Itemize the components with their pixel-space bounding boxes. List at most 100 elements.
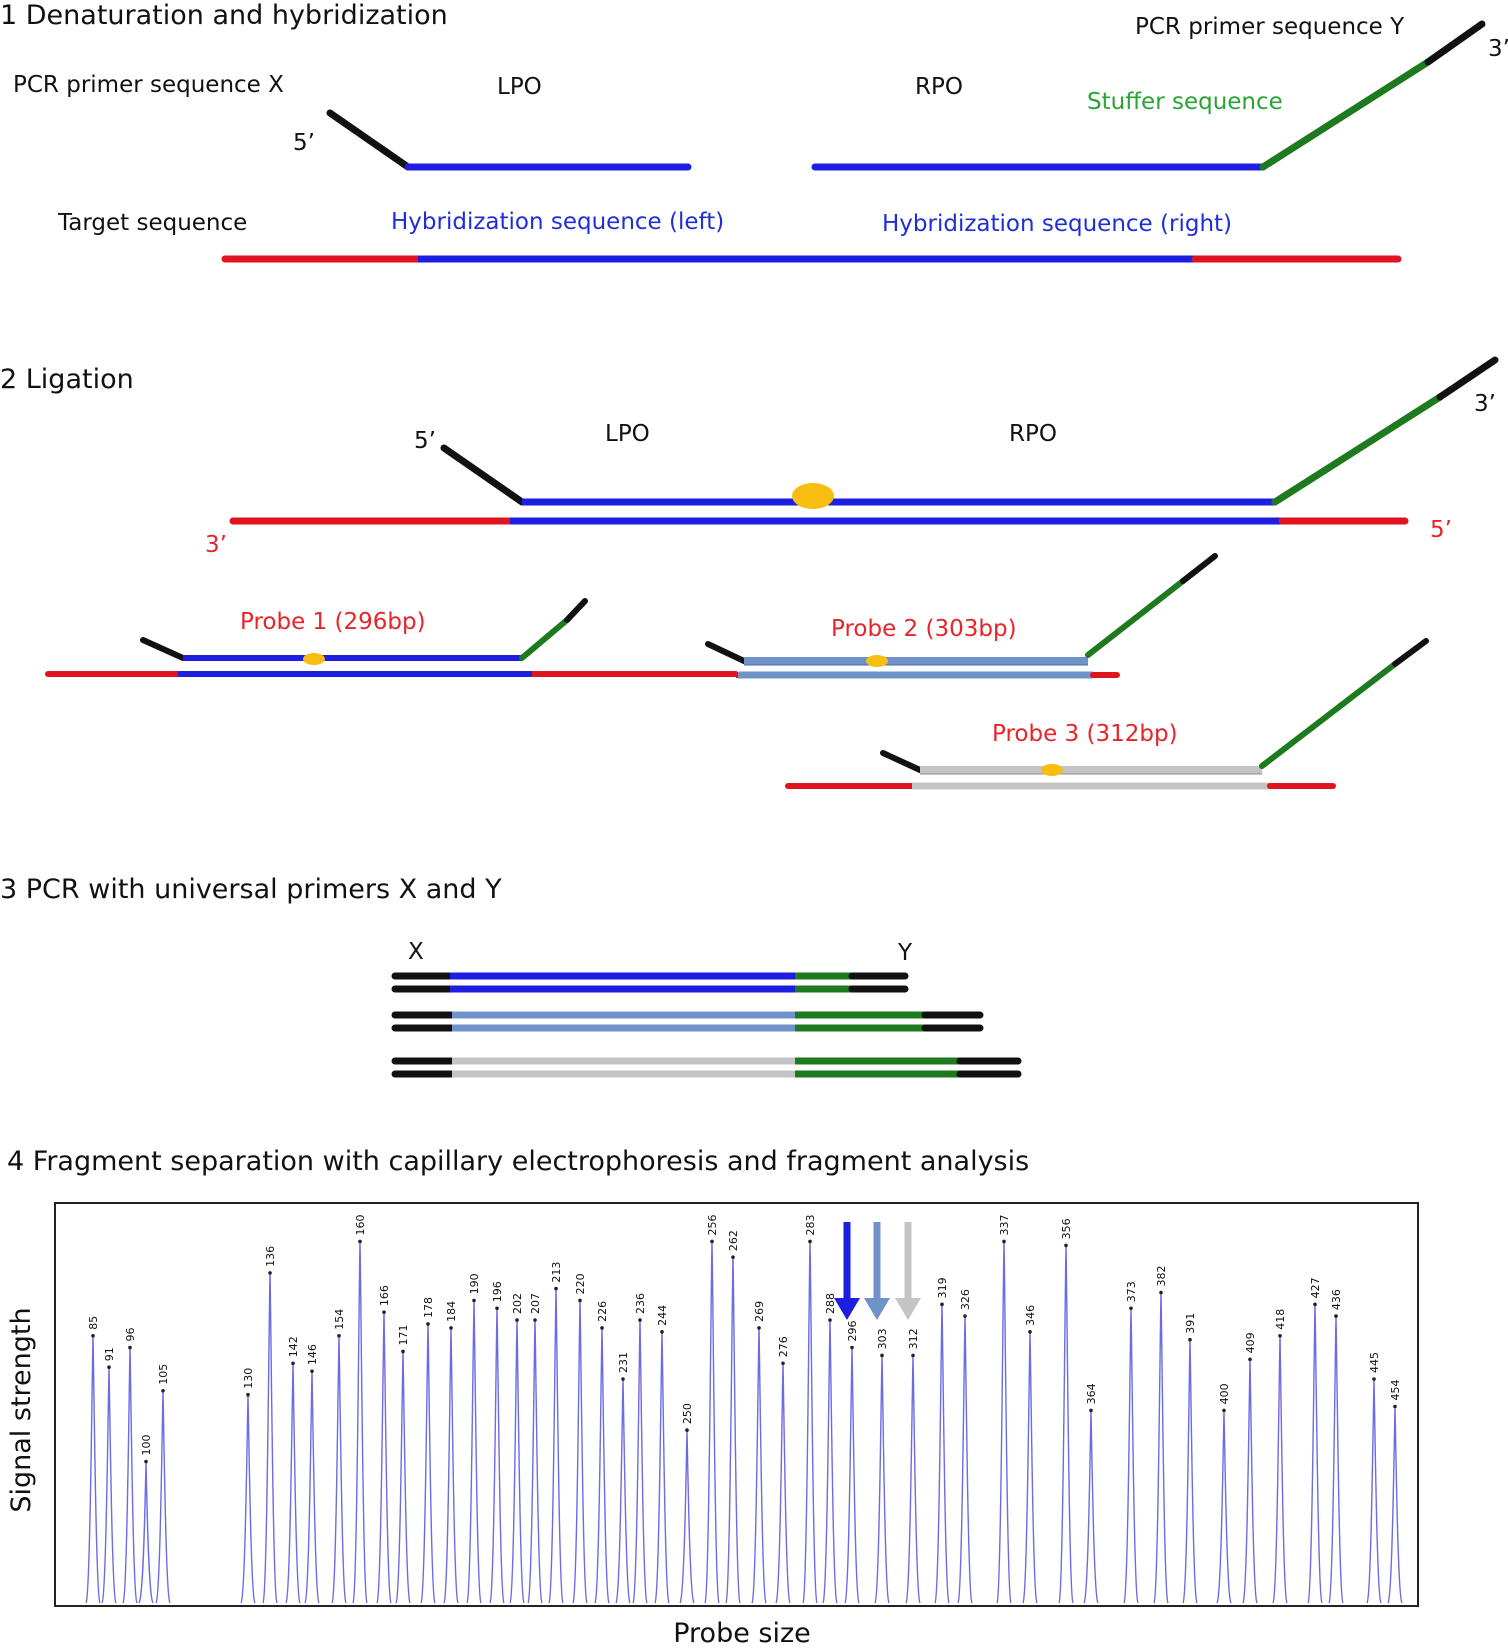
peak-label-356: 356 (1060, 1218, 1073, 1239)
peak-label-326: 326 (959, 1289, 972, 1310)
amplicon-3 (391, 1057, 1022, 1078)
peak-marker-262 (731, 1255, 735, 1259)
peak-marker-283 (808, 1239, 812, 1244)
peak-label-312: 312 (907, 1328, 920, 1349)
peak-label-171: 171 (397, 1324, 410, 1345)
step2-panel: 2 Ligation LPO RPO 5’ 3’ 3’ 5’ Probe 1 (… (0, 356, 1499, 790)
probe2-primer-x (705, 641, 747, 664)
peak-label-130: 130 (242, 1368, 255, 1389)
peak-label-142: 142 (287, 1336, 300, 1357)
probe-arrows (834, 1222, 921, 1320)
peak-marker-96 (128, 1345, 132, 1350)
peak-label-427: 427 (1309, 1277, 1322, 1298)
peak-marker-312 (911, 1353, 915, 1358)
peak-marker-130 (246, 1392, 250, 1397)
peak-marker-445 (1372, 1377, 1376, 1381)
peak-marker-319 (940, 1302, 944, 1307)
peak-label-190: 190 (468, 1273, 481, 1294)
peak-marker-100 (144, 1459, 148, 1464)
peak-label-91: 91 (103, 1347, 116, 1361)
peak-marker-91 (107, 1365, 111, 1369)
peak-label-146: 146 (306, 1344, 319, 1365)
probe1-ligation-site (303, 653, 325, 665)
peak-marker-382 (1159, 1290, 1163, 1295)
hyb-right-label: Hybridization sequence (right) (882, 211, 1232, 237)
peak-label-160: 160 (354, 1214, 367, 1235)
x-axis-label: Probe size (673, 1618, 811, 1649)
step3-y-label: Y (897, 940, 913, 966)
peak-marker-244 (660, 1330, 664, 1334)
peak-label-436: 436 (1330, 1289, 1343, 1310)
peak-label-196: 196 (491, 1281, 504, 1302)
ligated-stuffer (1271, 393, 1444, 506)
step2-lpo-label: LPO (605, 421, 650, 447)
peak-marker-178 (426, 1322, 430, 1326)
ligated-primer-y (1436, 356, 1499, 401)
peak-marker-256 (710, 1239, 714, 1244)
peak-label-85: 85 (87, 1316, 100, 1330)
peak-marker-356 (1064, 1243, 1068, 1248)
peak-label-346: 346 (1024, 1305, 1037, 1326)
peak-marker-213 (554, 1286, 558, 1291)
peak-marker-136 (268, 1271, 272, 1275)
peak-marker-236 (638, 1318, 642, 1322)
step1-title: 1 Denaturation and hybridization (0, 0, 448, 31)
rpo-primer-y-strand (1424, 20, 1486, 66)
peak-marker-220 (578, 1298, 582, 1303)
amplicon-1 (391, 972, 909, 993)
probe1-label: Probe 1 (296bp) (240, 609, 426, 635)
probe3-label: Probe 3 (312bp) (992, 721, 1178, 747)
probe1-stuffer (519, 617, 570, 661)
probe2-stuffer (1085, 578, 1186, 658)
peak-marker-346 (1028, 1330, 1032, 1334)
primer-x-label: PCR primer sequence X (13, 72, 284, 98)
peak-label-296: 296 (846, 1321, 859, 1342)
peak-marker-202 (515, 1318, 519, 1322)
peak-marker-250 (685, 1428, 689, 1432)
peak-label-184: 184 (445, 1301, 458, 1322)
probe1-primer-x (140, 637, 186, 661)
step2-title: 2 Ligation (0, 364, 134, 395)
peak-label-288: 288 (824, 1293, 837, 1314)
peak-marker-226 (600, 1326, 604, 1330)
probe3-primer-x (880, 750, 923, 773)
step2-five-prime: 5’ (414, 428, 436, 454)
peak-label-418: 418 (1274, 1309, 1287, 1330)
peak-label-382: 382 (1155, 1266, 1168, 1287)
probe3-stuffer (1259, 661, 1398, 769)
peak-marker-418 (1278, 1333, 1282, 1338)
peak-label-178: 178 (422, 1297, 435, 1318)
step2-rpo-label: RPO (1009, 421, 1057, 447)
step1-rpo-label: RPO (915, 74, 963, 100)
peak-label-373: 373 (1125, 1281, 1138, 1302)
peak-marker-154 (337, 1333, 341, 1338)
step3-panel: 3 PCR with universal primers X and Y X Y (0, 874, 1022, 1078)
step3-title: 3 PCR with universal primers X and Y (0, 874, 502, 905)
peak-label-364: 364 (1085, 1383, 1098, 1404)
hyb-left-label: Hybridization sequence (left) (391, 209, 724, 235)
peak-marker-296 (850, 1345, 854, 1350)
peak-label-213: 213 (550, 1262, 563, 1283)
peak-label-262: 262 (727, 1230, 740, 1251)
peak-label-154: 154 (333, 1309, 346, 1330)
probe2-primer-y (1180, 553, 1218, 584)
peak-marker-288 (828, 1318, 832, 1322)
peak-marker-427 (1313, 1302, 1317, 1307)
peak-label-400: 400 (1218, 1383, 1231, 1404)
peak-marker-436 (1334, 1314, 1338, 1318)
ligation-site (792, 483, 834, 509)
peak-marker-142 (291, 1361, 295, 1366)
peak-label-236: 236 (634, 1293, 647, 1314)
peak-marker-326 (963, 1314, 967, 1318)
peak-label-100: 100 (140, 1435, 153, 1456)
peak-label-454: 454 (1389, 1380, 1402, 1401)
target-label: Target sequence (57, 210, 247, 236)
step2-target-three-prime: 3’ (205, 532, 227, 558)
primer-y-label: PCR primer sequence Y (1135, 14, 1405, 40)
peak-label-269: 269 (753, 1301, 766, 1322)
arrow-head-303 (864, 1298, 890, 1320)
step1-lpo-label: LPO (497, 74, 542, 100)
peak-label-256: 256 (706, 1214, 719, 1235)
peak-marker-196 (495, 1306, 499, 1311)
